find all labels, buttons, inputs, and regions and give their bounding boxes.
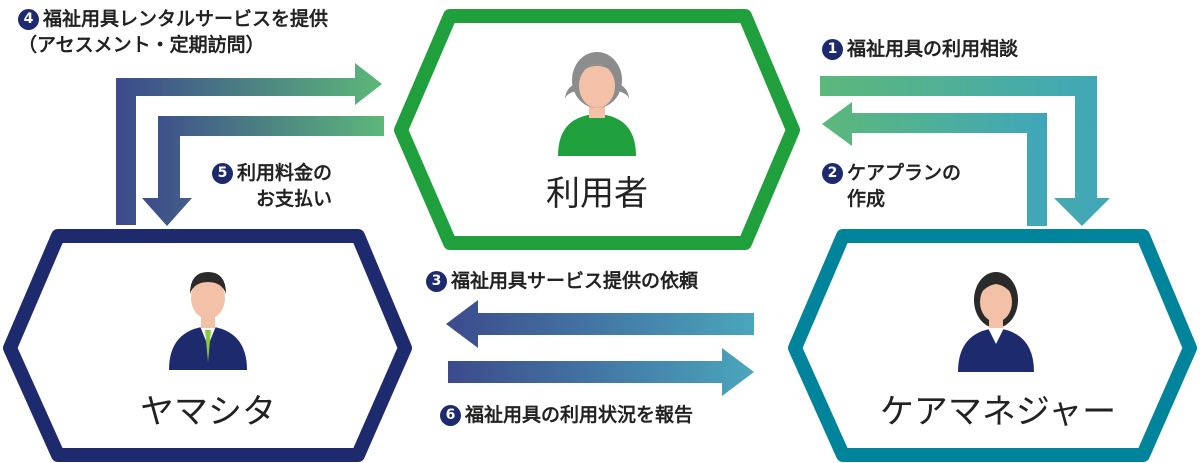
arrow-5 bbox=[142, 116, 384, 226]
step-4-text-line1: 福祉用具レンタルサービスを提供 bbox=[43, 8, 329, 30]
arrow-1 bbox=[820, 76, 1110, 226]
care-manager-woman-avatar bbox=[958, 272, 1034, 372]
step-5-badge: 5 bbox=[212, 163, 233, 184]
step-6-text-line1: 福祉用具の利用状況を報告 bbox=[465, 404, 694, 426]
step-5-text-line1: 利用料金の bbox=[237, 162, 333, 184]
step-5-text-line2: お支払い bbox=[256, 188, 333, 210]
arrow-4 bbox=[116, 63, 382, 225]
elderly-woman-avatar bbox=[558, 52, 636, 156]
step-3-text-line1: 福祉用具サービス提供の依頼 bbox=[451, 270, 699, 292]
step-2-text-line1: ケアプランの bbox=[847, 162, 962, 184]
businessman-avatar bbox=[169, 272, 247, 370]
step-2-badge: 2 bbox=[822, 163, 843, 184]
arrow-3 bbox=[446, 300, 754, 348]
user-name: 利用者 bbox=[546, 174, 648, 214]
arrow-2 bbox=[822, 102, 1047, 226]
step-3-badge: 3 bbox=[426, 271, 447, 292]
step-1-badge: 1 bbox=[822, 39, 843, 60]
step-1-text-line1: 福祉用具の利用相談 bbox=[847, 38, 1019, 60]
step-6-badge: 6 bbox=[440, 405, 461, 426]
arrow-6 bbox=[448, 348, 754, 396]
step-4-badge: 4 bbox=[18, 9, 39, 30]
care-manager-name: ケアマネジャー bbox=[879, 392, 1117, 432]
yamashita-name: ヤマシタ bbox=[140, 392, 276, 432]
step-2-text-line2: 作成 bbox=[847, 188, 886, 210]
step-4-text-line2: （アセスメント・定期訪問） bbox=[18, 34, 265, 56]
